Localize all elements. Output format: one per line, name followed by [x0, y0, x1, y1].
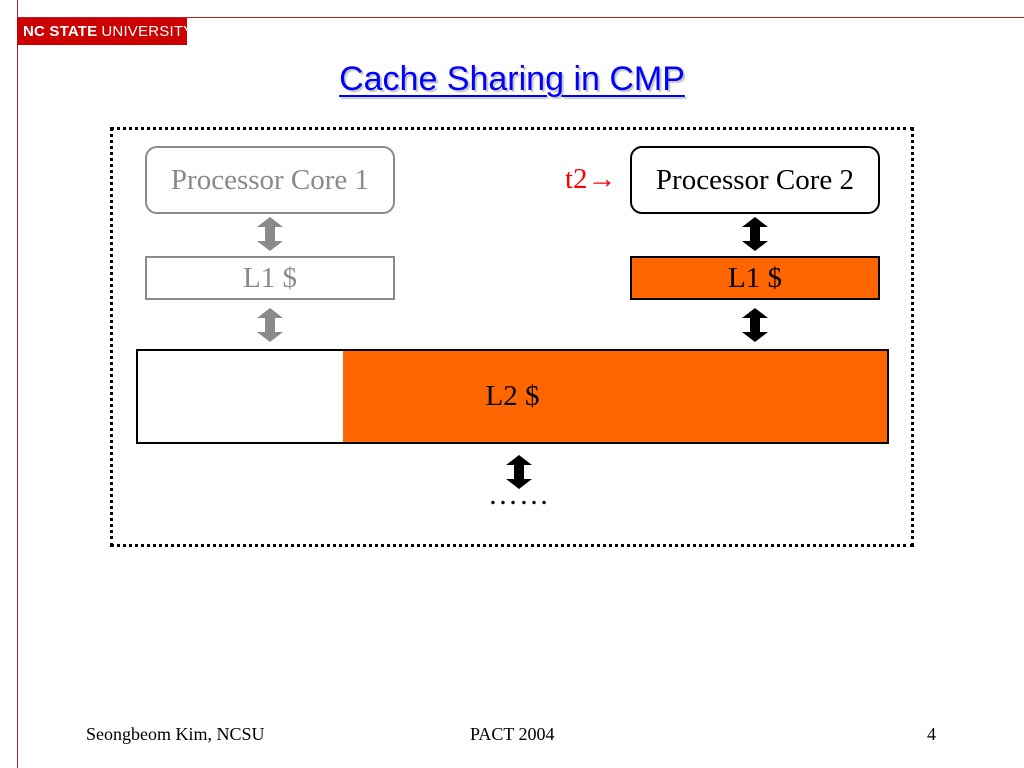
l2-memory-arrow-icon	[506, 455, 532, 489]
time-marker-t2: t2→	[565, 163, 617, 195]
lower-hierarchy-ellipsis: ……	[488, 478, 550, 511]
l2-core2-occupancy	[343, 351, 887, 442]
l1-cache-core1: L1 $	[145, 256, 395, 300]
core1-l1-arrow-icon	[257, 217, 283, 251]
processor-core-2: Processor Core 2	[630, 146, 880, 214]
l2-cache-label: L2 $	[485, 380, 540, 412]
l2-shared-cache: L2 $	[136, 349, 889, 444]
l1-cache-core2: L1 $	[630, 256, 880, 300]
page-number: 4	[927, 724, 936, 744]
cmp-chip-boundary	[110, 127, 914, 547]
l1-l2-right-arrow-icon	[742, 308, 768, 342]
left-margin-line	[17, 0, 18, 768]
logo-rest-text: UNIVERSITY	[101, 23, 194, 40]
core2-l1-arrow-icon	[742, 217, 768, 251]
footer-venue: PACT 2004	[470, 724, 555, 744]
slide-title: Cache Sharing in CMP	[339, 60, 685, 98]
processor-core-1: Processor Core 1	[145, 146, 395, 214]
logo-bold-text: NC STATE	[23, 23, 98, 40]
l1-l2-left-arrow-icon	[257, 308, 283, 342]
top-margin-line	[17, 17, 1024, 18]
footer-author: Seongbeom Kim, NCSU	[86, 724, 265, 744]
